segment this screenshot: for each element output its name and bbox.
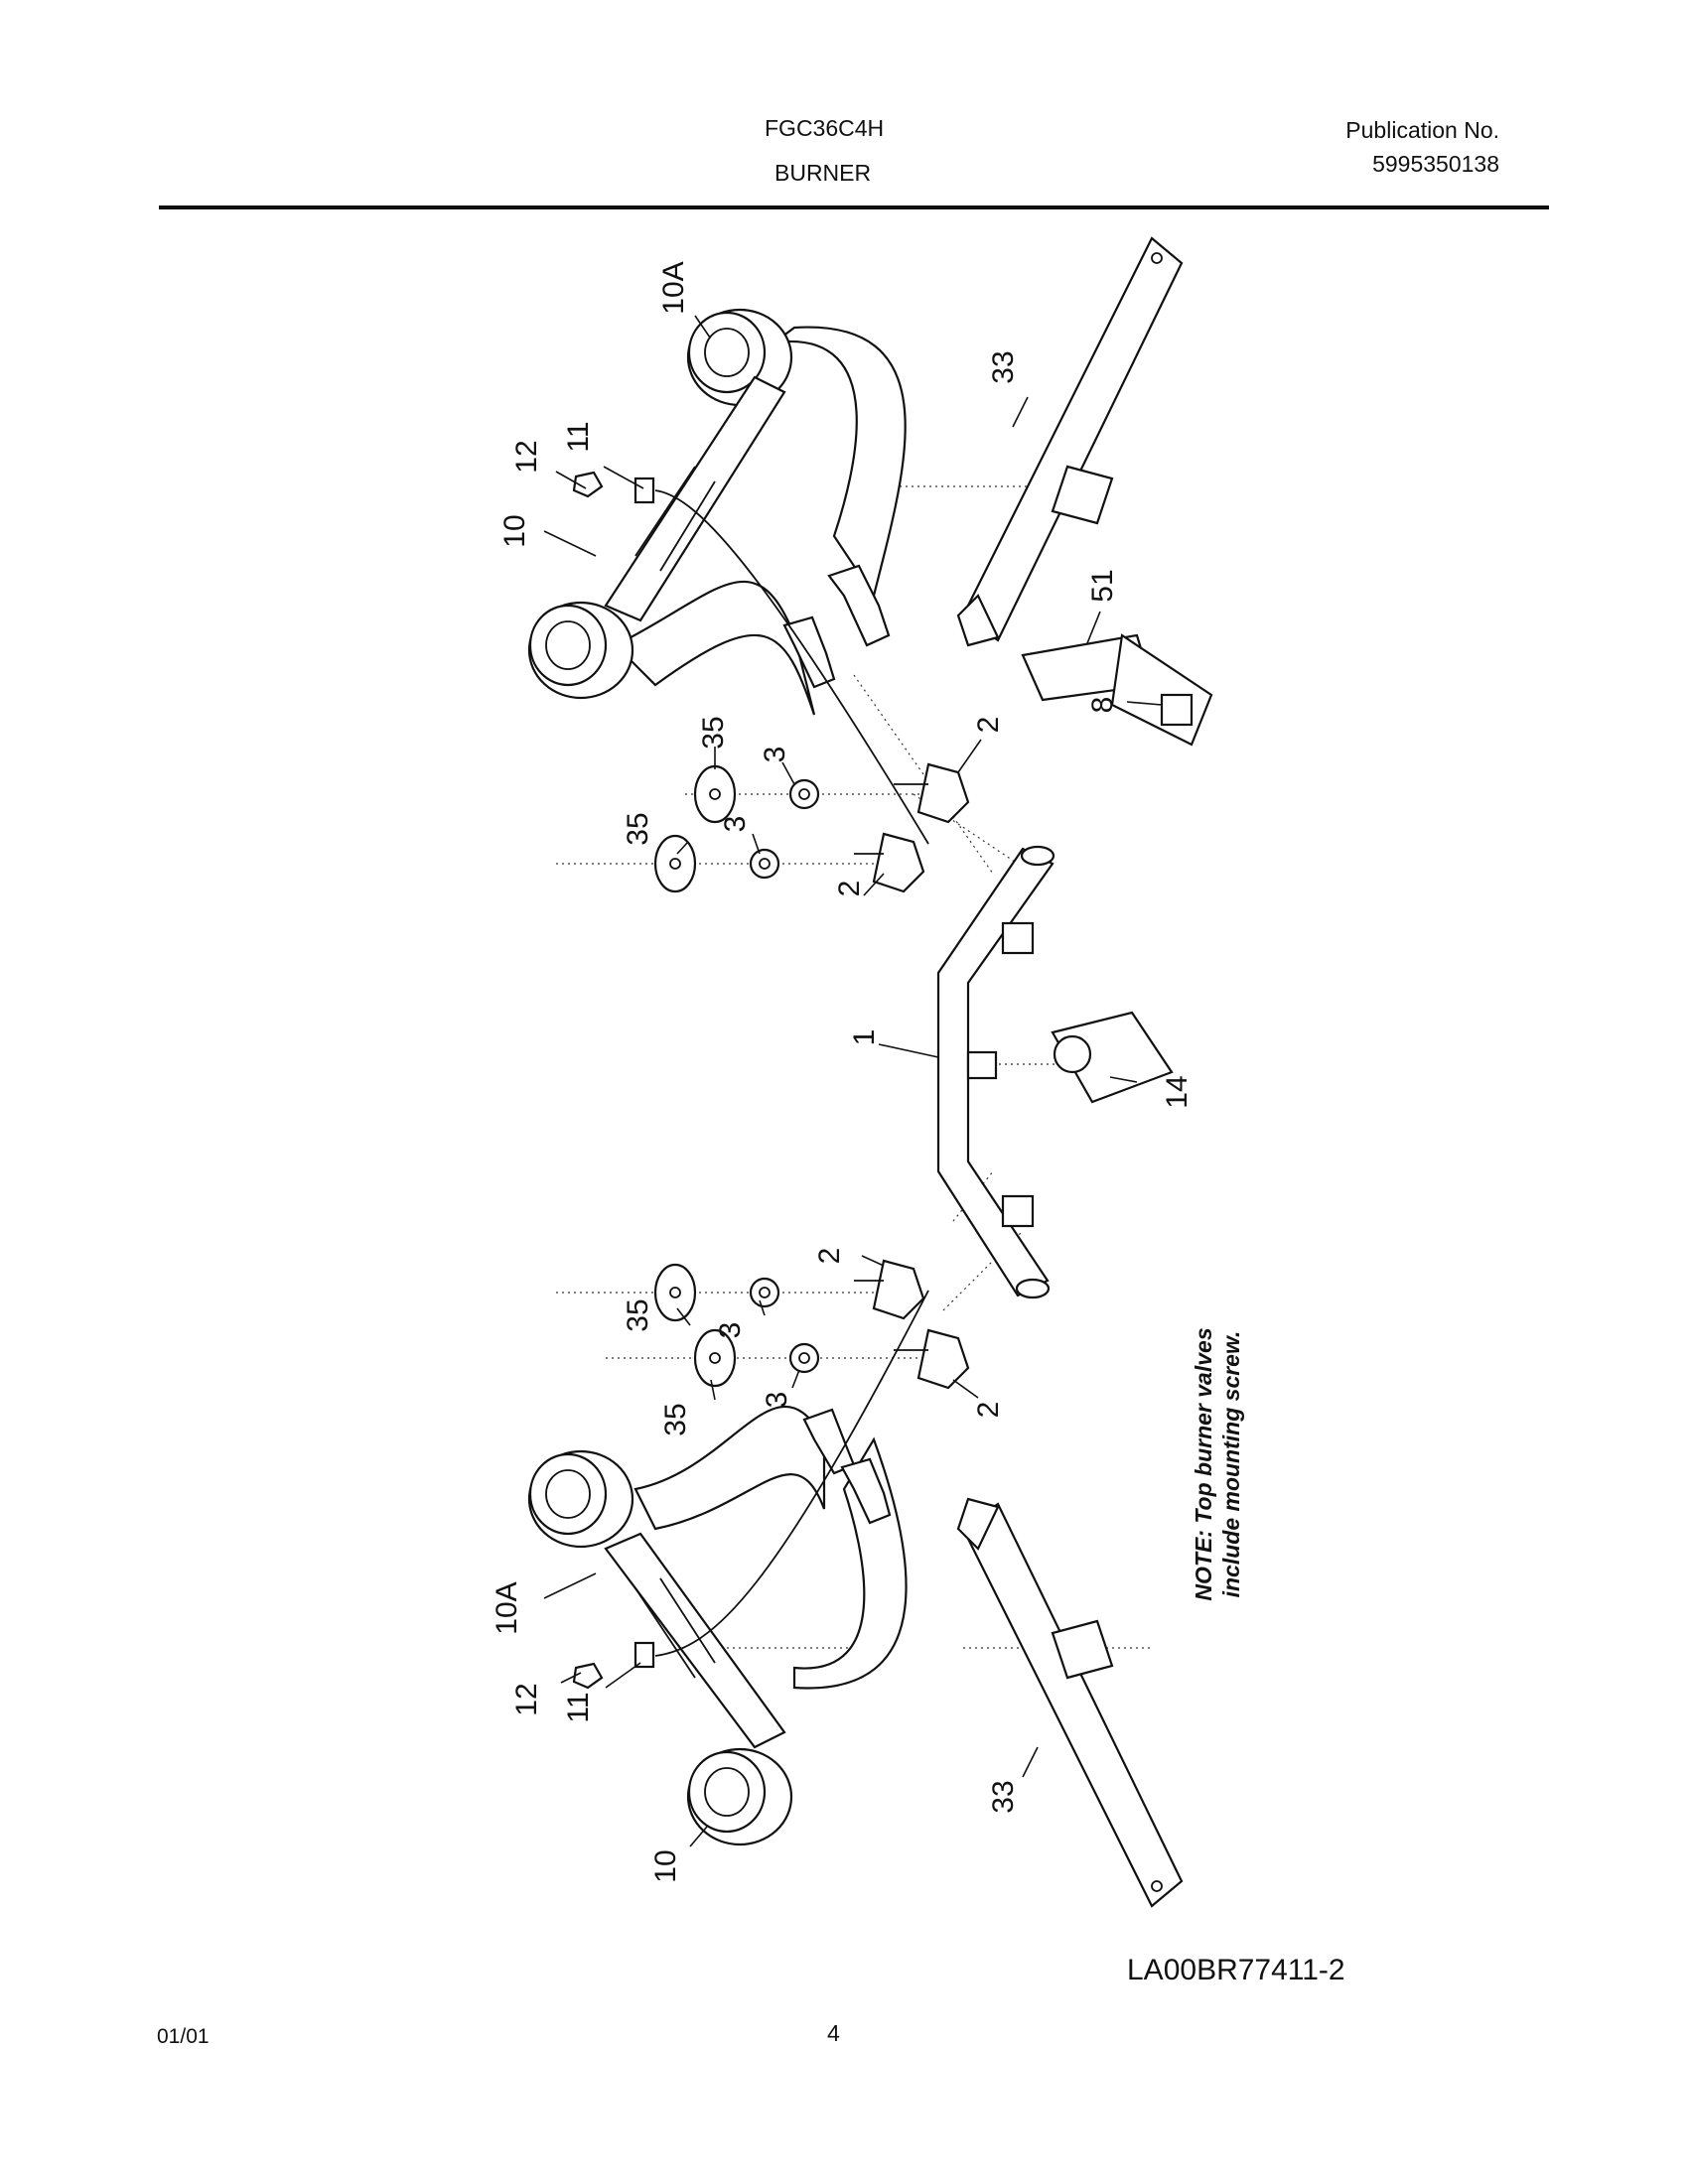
upper-burner-assembly <box>527 308 929 845</box>
model-number: FGC36C4H <box>765 115 885 141</box>
callout-2-a: 2 <box>972 717 1005 734</box>
page-number: 4 <box>827 2020 840 2046</box>
callout-2-d: 2 <box>972 1402 1005 1419</box>
lower-burner-assembly <box>527 1290 929 1846</box>
callout-10A-lower: 10A <box>491 1581 523 1634</box>
valves-and-bezels <box>653 762 970 1390</box>
callout-3-d: 3 <box>761 1392 793 1409</box>
callout-12-lower: 12 <box>510 1683 543 1715</box>
note-line-2: include mounting screw. <box>1218 1331 1244 1598</box>
callout-2-b: 2 <box>833 881 866 897</box>
callout-10A-upper: 10A <box>657 261 690 314</box>
callout-2-c: 2 <box>813 1248 846 1265</box>
callout-8: 8 <box>1086 697 1119 714</box>
callout-35-a: 35 <box>697 716 730 749</box>
callout-labels: 10A 33 12 11 10 51 8 35 35 3 3 2 2 1 14 … <box>491 261 1194 1882</box>
callout-10-lower: 10 <box>649 1849 682 1882</box>
callout-1: 1 <box>848 1029 881 1046</box>
leader-lines <box>543 315 1163 1847</box>
revision-date: 01/01 <box>157 2025 210 2048</box>
note: NOTE: Top burner valves include mounting… <box>1191 1327 1244 1600</box>
callout-51: 51 <box>1086 569 1119 602</box>
mounting-brackets <box>956 236 1184 1908</box>
drawing-number: LA00BR77411-2 <box>1127 1954 1345 1986</box>
callout-14: 14 <box>1161 1075 1194 1108</box>
section-title: BURNER <box>774 160 872 186</box>
switch-bracket <box>1021 633 1213 747</box>
callout-33-upper: 33 <box>987 350 1020 383</box>
callout-33-lower: 33 <box>987 1780 1020 1813</box>
callout-35-b: 35 <box>622 812 654 845</box>
manifold-pipe <box>936 845 1174 1299</box>
callout-12-upper: 12 <box>510 440 543 473</box>
callout-11-lower: 11 <box>562 1692 595 1722</box>
callout-11-upper: 11 <box>562 421 595 452</box>
note-line-1: NOTE: Top burner valves <box>1191 1327 1216 1600</box>
header-rule <box>159 205 1549 209</box>
callout-3-a: 3 <box>759 747 791 763</box>
callout-3-c: 3 <box>714 1322 747 1339</box>
publication-block: Publication No. 5995350138 <box>1345 113 1499 181</box>
publication-number: 5995350138 <box>1372 151 1499 177</box>
callout-10-upper: 10 <box>498 514 531 547</box>
callout-35-d: 35 <box>659 1403 692 1435</box>
callout-35-c: 35 <box>622 1298 654 1331</box>
callout-3-b: 3 <box>719 816 752 833</box>
publication-label: Publication No. <box>1345 117 1499 143</box>
